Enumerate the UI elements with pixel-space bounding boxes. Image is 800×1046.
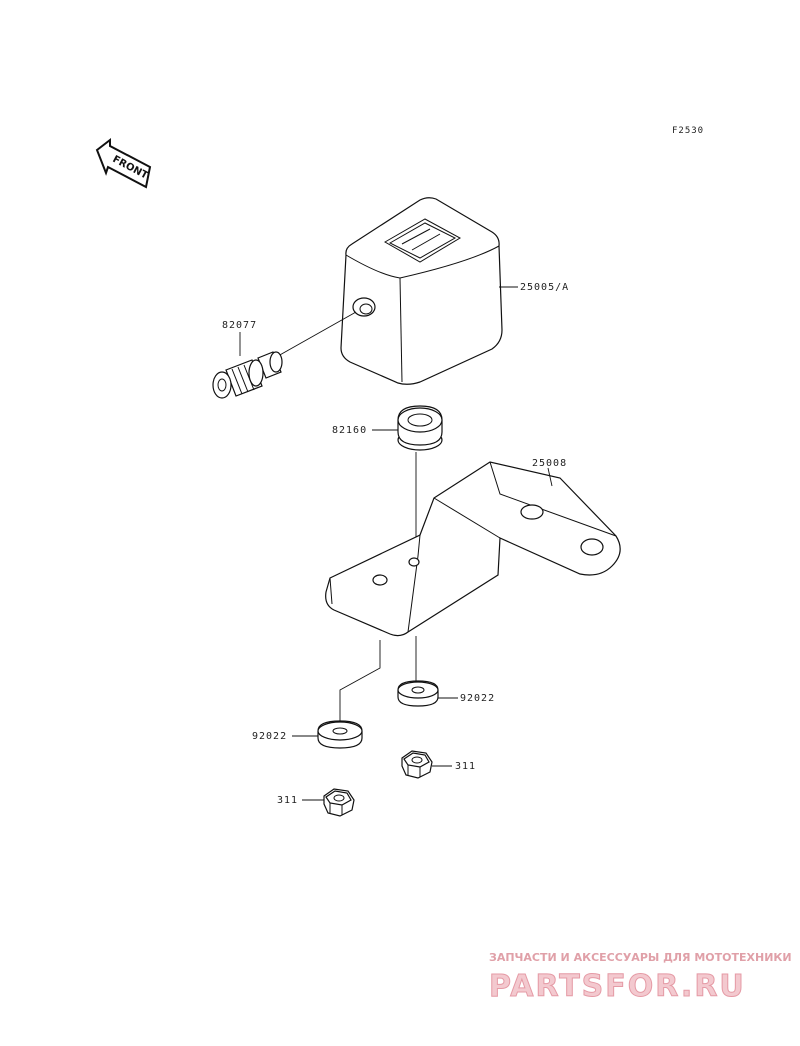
nut-right	[401, 750, 433, 779]
washer-right	[397, 680, 439, 707]
label-nut-left: 311	[277, 795, 298, 806]
watermark: ЗАПЧАСТИ И АКСЕССУАРЫ ДЛЯ МОТОТЕХНИКИ PA…	[489, 951, 792, 1005]
washer-left	[317, 720, 363, 749]
front-arrow-icon: FRONT	[95, 137, 152, 189]
label-cable-fitting: 82077	[222, 320, 257, 331]
nut-left	[323, 788, 355, 817]
label-washer-left: 92022	[252, 731, 287, 742]
label-grommet: 82160	[332, 425, 367, 436]
watermark-subtitle: ЗАПЧАСТИ И АКСЕССУАРЫ ДЛЯ МОТОТЕХНИКИ	[489, 951, 792, 964]
cable-fitting	[212, 311, 357, 399]
label-nut-right: 311	[455, 761, 476, 772]
grommet	[397, 405, 443, 451]
watermark-brand: PARTSFOR.RU	[489, 969, 746, 1004]
bracket	[325, 461, 621, 637]
label-bracket: 25008	[532, 458, 567, 469]
label-washer-right: 92022	[460, 693, 495, 704]
speedometer-housing	[340, 197, 503, 385]
figure-code: F2530	[672, 126, 704, 136]
label-speedometer-housing: 25005/A	[520, 282, 569, 293]
